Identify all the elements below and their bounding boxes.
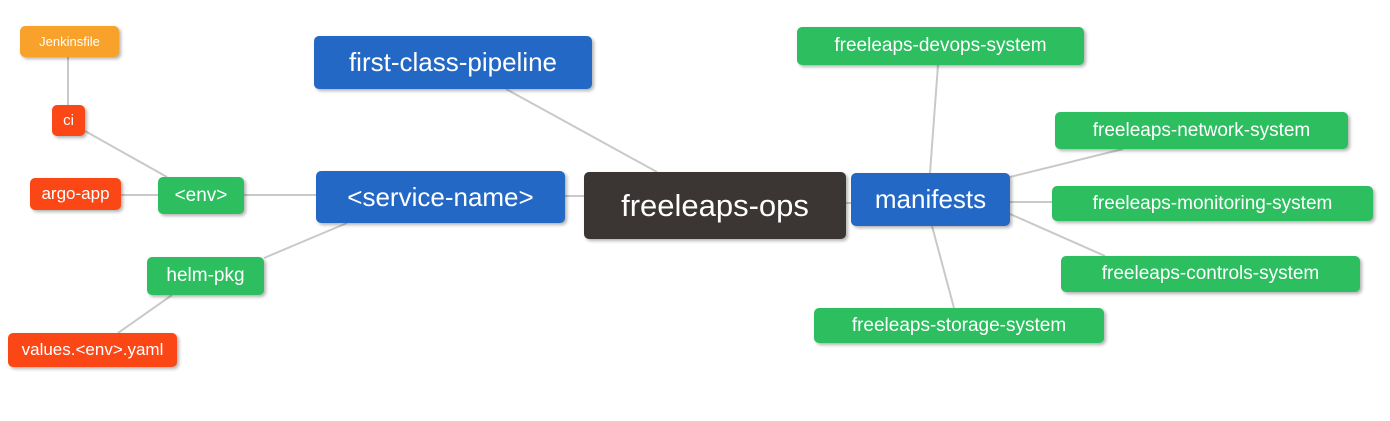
edge-manifests-to-freeleaps-storage-system [931,225,955,309]
node-first-class-pipeline[interactable]: first-class-pipeline [314,36,592,89]
node-freeleaps-devops-system[interactable]: freeleaps-devops-system [797,27,1084,65]
edge-ci-to-env [84,130,168,178]
node-service-name[interactable]: <service-name> [316,171,565,223]
node-argo-app[interactable]: argo-app [30,178,121,210]
edge-helm-pkg-to-service-name [263,222,348,259]
node-env[interactable]: <env> [158,177,244,214]
edge-first-class-pipeline-to-freeleaps-ops [505,88,658,173]
edge-manifests-to-freeleaps-controls-system [1009,213,1106,257]
node-freeleaps-monitoring-system[interactable]: freeleaps-monitoring-system [1052,186,1373,221]
node-freeleaps-controls-system[interactable]: freeleaps-controls-system [1061,256,1360,292]
edge-values-env-yaml-to-helm-pkg [117,294,173,334]
node-values-env-yaml[interactable]: values.<env>.yaml [8,333,177,367]
edge-manifests-to-freeleaps-devops-system [929,64,939,174]
node-jenkinsfile[interactable]: Jenkinsfile [20,26,119,57]
node-freeleaps-network-system[interactable]: freeleaps-network-system [1055,112,1348,149]
node-manifests[interactable]: manifests [851,173,1010,226]
node-ci[interactable]: ci [52,105,85,136]
node-freeleaps-storage-system[interactable]: freeleaps-storage-system [814,308,1104,343]
node-freeleaps-ops[interactable]: freeleaps-ops [584,172,846,239]
edge-manifests-to-freeleaps-network-system [1009,148,1124,178]
node-helm-pkg[interactable]: helm-pkg [147,257,264,295]
